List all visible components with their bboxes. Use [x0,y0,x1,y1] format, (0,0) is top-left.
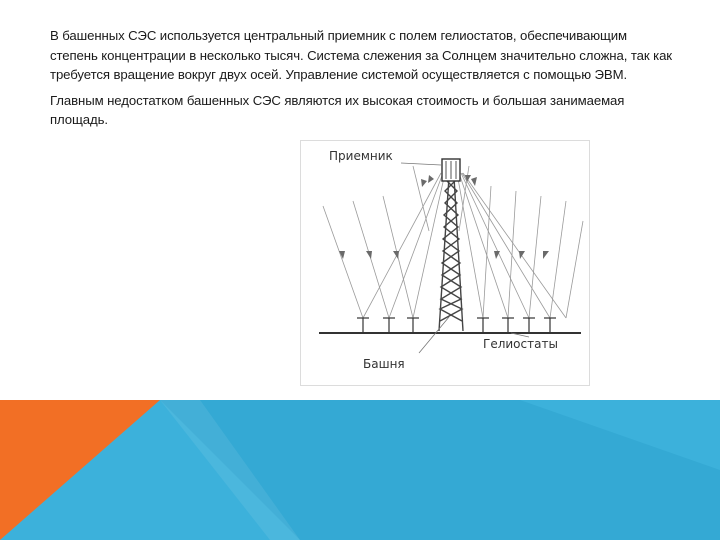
slide-text: В башенных СЭС используется центральный … [50,26,675,136]
tower [438,176,464,332]
label-receiver: Приемник [329,149,393,163]
label-heliostats: Гелиостаты [483,337,558,351]
diagram-drawing [319,158,584,354]
reflected-rays [362,172,567,319]
paragraph-description: В башенных СЭС используется центральный … [50,28,672,82]
paragraph-drawback: Главным недостатком башенных СЭС являютс… [50,92,625,128]
receiver [441,158,461,182]
orange-triangle [0,400,160,540]
tower-ses-diagram: Приемник Гелиостаты Башня [300,140,590,386]
heliostats [357,317,556,333]
label-tower: Башня [363,357,405,371]
light-stripe [160,400,300,540]
sun-rays [322,165,584,319]
blue-band [0,400,720,540]
blue-shade [160,400,720,540]
arrow-heads [339,175,549,259]
